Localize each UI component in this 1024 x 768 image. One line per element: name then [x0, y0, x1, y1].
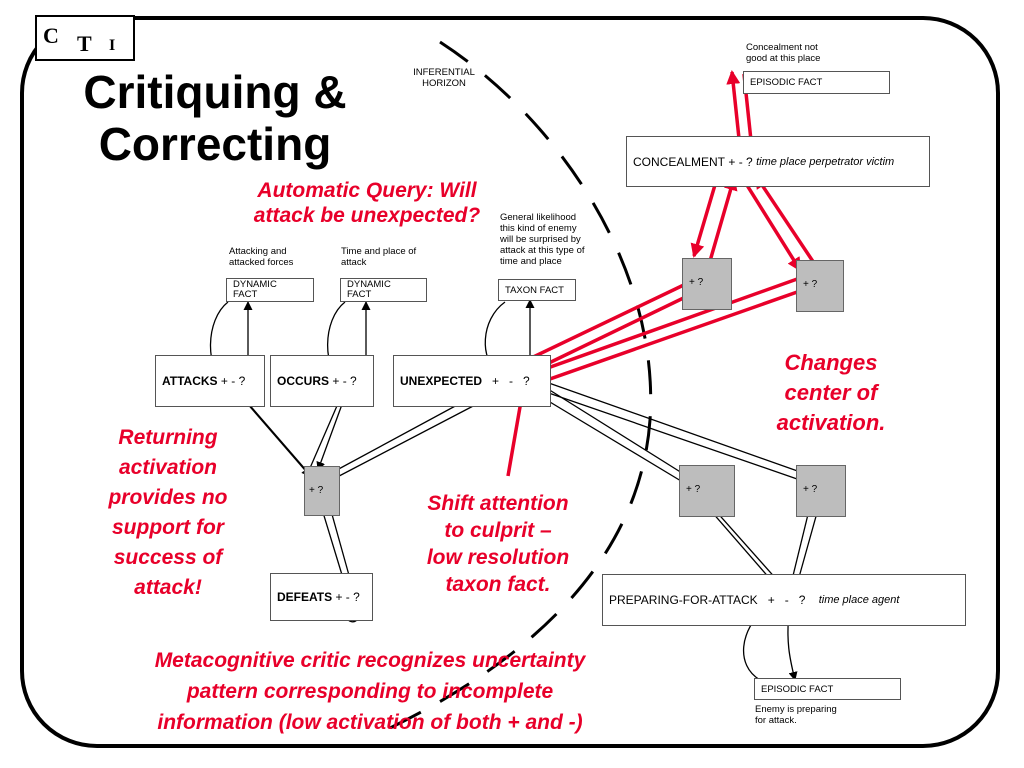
- gray-node-upper-right: + ?: [796, 260, 844, 312]
- logo-letter-i: I: [109, 37, 116, 54]
- unexpected-node: UNEXPECTED + - ?: [393, 355, 551, 407]
- dynamic-fact-1: DYNAMIC FACT: [226, 278, 314, 302]
- annotation-automatic-query: Automatic Query: Will attack be unexpect…: [253, 179, 481, 227]
- episodic-fact-bottom: EPISODIC FACT: [754, 678, 901, 700]
- attacks-node: ATTACKS + - ?: [155, 355, 265, 407]
- gray-node-defeats: + ?: [304, 466, 340, 516]
- inferential-horizon-arc: [389, 40, 653, 730]
- logo-letter-c: C: [43, 23, 59, 48]
- inferential-horizon-label: INFERENTIAL HORIZON: [413, 67, 475, 89]
- gray-node-upper-left: + ?: [682, 258, 732, 310]
- gray-node-lower-right: + ?: [796, 465, 846, 517]
- dynamic-fact-2-note: Time and place of attack: [341, 246, 417, 268]
- episodic-fact-top: EPISODIC FACT: [743, 71, 890, 94]
- taxon-fact-note: General likelihood this kind of enemy wi…: [500, 212, 585, 267]
- annotation-returning-activation: Returning activation provides no support…: [108, 426, 228, 599]
- taxon-fact: TAXON FACT: [498, 279, 576, 301]
- defeats-node: DEFEATS + - ?: [270, 573, 373, 621]
- gray-node-lower-left: + ?: [679, 465, 735, 517]
- annotation-changes-center: Changes center of activation.: [776, 350, 886, 435]
- occurs-node: OCCURS + - ?: [270, 355, 374, 407]
- dynamic-fact-1-note: Attacking and attacked forces: [229, 246, 294, 268]
- slide-frame: [20, 16, 1000, 748]
- cti-logo: C T I: [35, 15, 135, 61]
- episodic-bottom-note: Enemy is preparing for attack.: [755, 704, 837, 726]
- title-line-2: Correcting: [98, 118, 332, 170]
- concealment-node: CONCEALMENT + - ? time place perpetrator…: [626, 136, 930, 187]
- preparing-for-attack-node: PREPARING-FOR-ATTACK + - ? time place ag…: [602, 574, 966, 626]
- dynamic-fact-2: DYNAMIC FACT: [340, 278, 427, 302]
- logo-letter-t: T: [77, 31, 92, 56]
- page-title: Critiquing & Correcting: [55, 66, 375, 170]
- annotation-metacognitive: Metacognitive critic recognizes uncertai…: [154, 649, 586, 734]
- episodic-top-note: Concealment not good at this place: [746, 42, 821, 64]
- title-line-1: Critiquing &: [83, 66, 347, 118]
- annotation-shift-attention: Shift attention to culprit – low resolut…: [426, 492, 570, 596]
- red-connectors: [504, 70, 822, 477]
